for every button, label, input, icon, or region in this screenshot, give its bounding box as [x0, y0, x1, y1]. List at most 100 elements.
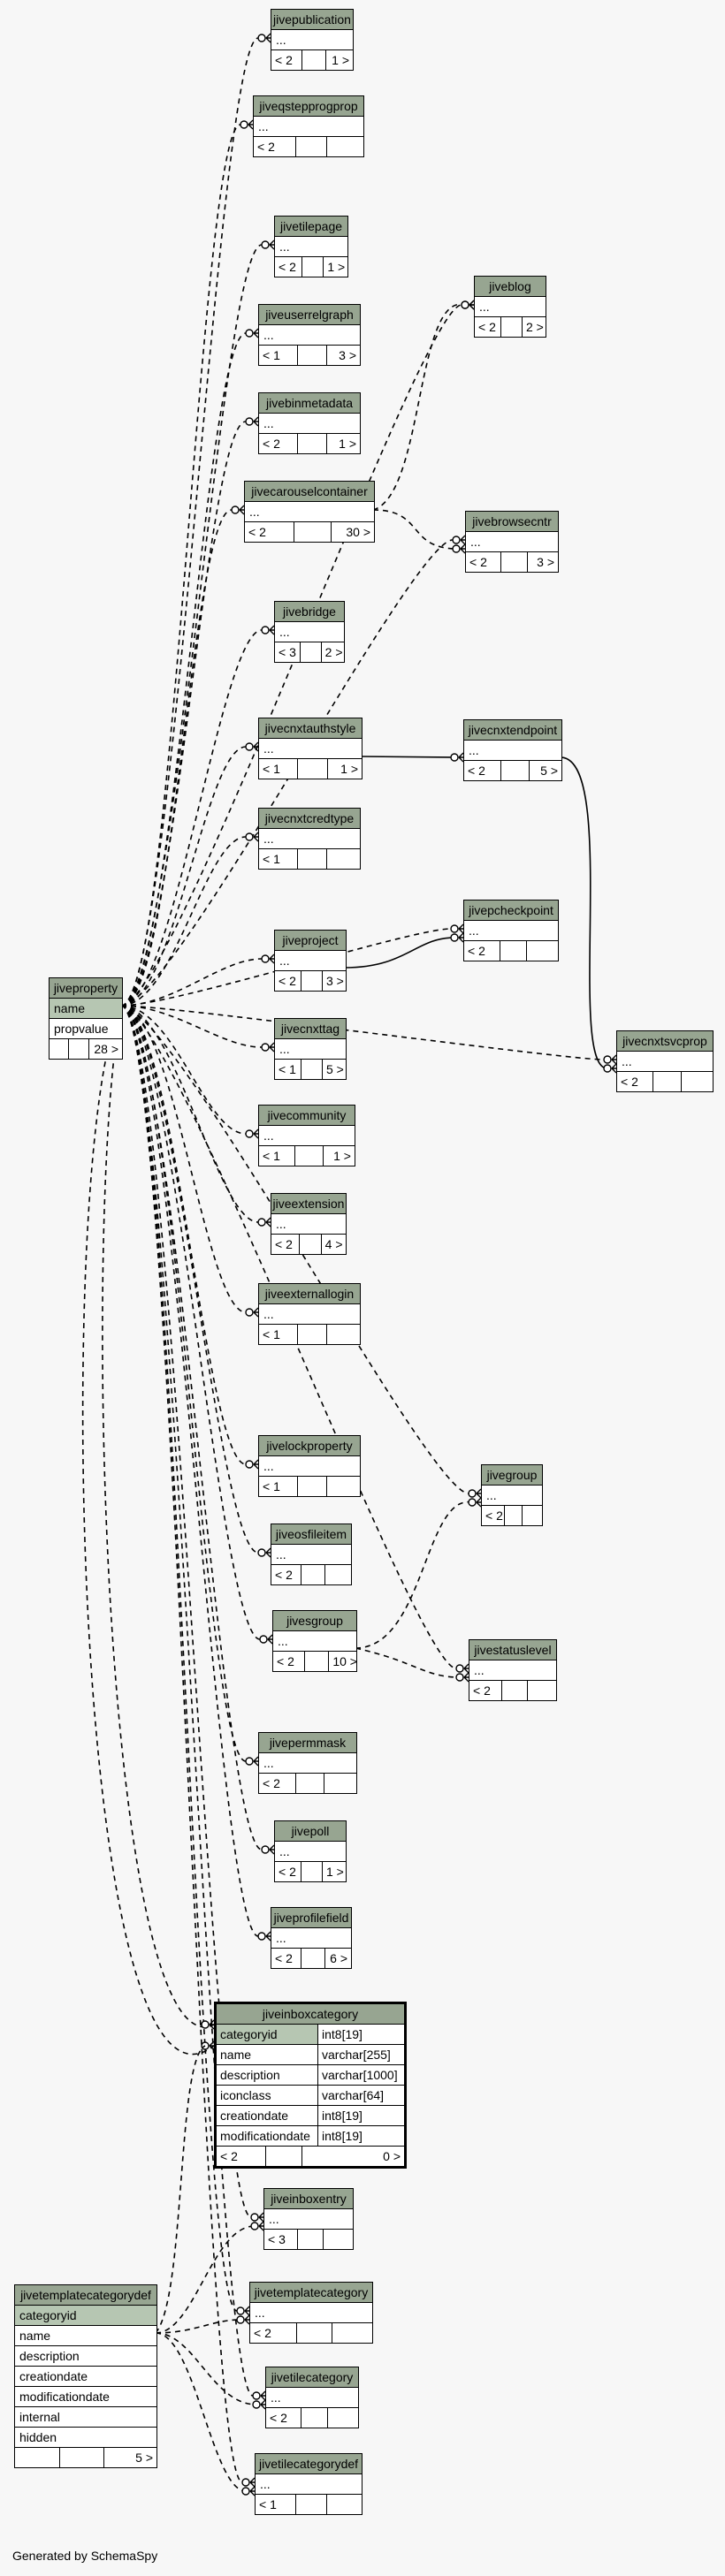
footer-mid: [301, 1060, 323, 1079]
table-jivelockproperty[interactable]: jivelockproperty...< 1: [258, 1435, 361, 1497]
footer-children: 1 >: [340, 762, 358, 776]
table-row: ...: [275, 622, 344, 642]
table-row: ...: [245, 502, 374, 522]
table-row: ...: [271, 1214, 346, 1235]
crowsfoot-marker: [201, 2019, 215, 2030]
table-jiveexternallogin[interactable]: jiveexternallogin...< 1: [258, 1283, 361, 1345]
table-row: ...: [271, 1545, 351, 1565]
footer-parents: < 3: [264, 2230, 299, 2249]
footer-mid: [501, 317, 523, 337]
table-jivecnxtcredtype[interactable]: jivecnxtcredtype...< 1: [258, 808, 361, 870]
column-modificationdate: modificationdate: [217, 2126, 318, 2147]
table-footer: < 2: [617, 1072, 713, 1091]
table-title: jivesgroup: [273, 1611, 356, 1631]
relationship-line: [560, 756, 608, 1069]
footer-mid: [266, 2147, 302, 2166]
table-jiveosfileitem[interactable]: jiveosfileitem...< 2: [271, 1524, 352, 1585]
footer-children: 1 >: [333, 1149, 351, 1163]
table-jiveqstepprogprop[interactable]: jiveqstepprogprop...< 2: [253, 95, 364, 157]
footer-children: 1 >: [327, 260, 346, 274]
table-jivetilecategorydef[interactable]: jivetilecategorydef...< 1: [255, 2453, 362, 2515]
column-internal: internal: [15, 2407, 156, 2428]
table-jivetemplatecategorydef[interactable]: jivetemplatecategorydef categoryid name …: [14, 2284, 157, 2468]
footer-parents: [15, 2448, 60, 2467]
relationship-line: [120, 1005, 605, 1060]
table-jivegroup[interactable]: jivegroup...< 2: [481, 1464, 543, 1526]
table-row: ...: [259, 1456, 360, 1477]
relationship-line: [120, 1005, 259, 1937]
column-creationdate: creationdate: [217, 2106, 318, 2126]
table-jiveinboxentry[interactable]: jiveinboxentry...< 3: [263, 2188, 354, 2250]
table-jivetilecategory[interactable]: jivetilecategory...< 2: [265, 2367, 359, 2428]
relationship-line: [120, 509, 233, 1007]
footer-mid: [505, 1506, 523, 1525]
footer-children: [328, 2408, 358, 2428]
column-name: name: [217, 2045, 318, 2065]
footer-children: 5 >: [326, 1062, 344, 1076]
crowsfoot-marker: [245, 1459, 259, 1470]
footer-parents: < 1: [259, 1146, 296, 1166]
relationship-line: [120, 244, 263, 1007]
footer-parents: < 1: [259, 1325, 298, 1344]
column-categoryid: categoryid: [217, 2025, 318, 2045]
crowsfoot-marker: [257, 1217, 271, 1227]
table-jiveinboxcategory[interactable]: jiveinboxcategory categoryid int8[19] na…: [214, 2002, 407, 2169]
table-footer: < 2: [469, 1681, 556, 1700]
table-jivestatuslevel[interactable]: jivestatuslevel...< 2: [469, 1639, 557, 1701]
table-title: jivelockproperty: [259, 1436, 360, 1456]
footer-mid: [653, 1072, 682, 1091]
column-hidden: hidden: [15, 2428, 156, 2448]
footer-children: [324, 2230, 353, 2249]
table-row: ...: [259, 414, 360, 434]
crowsfoot-marker: [245, 416, 259, 427]
relationship-line: [120, 1005, 259, 1223]
table-row: ...: [275, 1842, 346, 1862]
footer-mid: [301, 971, 323, 991]
generator-credit: Generated by SchemaSpy: [12, 2549, 158, 2563]
table-row: ...: [271, 1928, 351, 1949]
table-jivepcheckpoint[interactable]: jivepcheckpoint...< 2: [463, 900, 559, 961]
footer-parents: < 1: [256, 2495, 297, 2514]
table-jivetemplatecategory[interactable]: jivetemplatecategory...< 2: [249, 2282, 373, 2344]
footer-children: [527, 941, 558, 961]
table-jiveproperty[interactable]: jiveproperty name propvalue 28 >: [49, 977, 123, 1060]
footer-mid: [302, 50, 326, 70]
table-footer: < 2: [482, 1506, 542, 1525]
relationship-line: [120, 1005, 247, 1465]
table-jivecnxtsvcprop[interactable]: jivecnxtsvcprop...< 2: [616, 1030, 714, 1092]
table-title: jivepublication: [271, 10, 353, 30]
table-row: ...: [266, 2388, 358, 2408]
footer-children: 30 >: [346, 525, 370, 539]
table-jivepermmask[interactable]: jivepermmask...< 2: [258, 1732, 357, 1794]
table-row: ...: [259, 1753, 356, 1774]
footer-parents: < 1: [259, 346, 298, 365]
table-row: ...: [259, 829, 360, 849]
column-modificationdate: modificationdate: [15, 2387, 156, 2407]
crowsfoot-marker: [241, 2477, 256, 2488]
footer-children: 0 >: [383, 2149, 401, 2163]
relationship-line: [120, 1005, 243, 2483]
relationship-line: [120, 1005, 247, 1762]
crowsfoot-marker: [452, 543, 466, 554]
footer-parents: < 2: [464, 941, 500, 961]
